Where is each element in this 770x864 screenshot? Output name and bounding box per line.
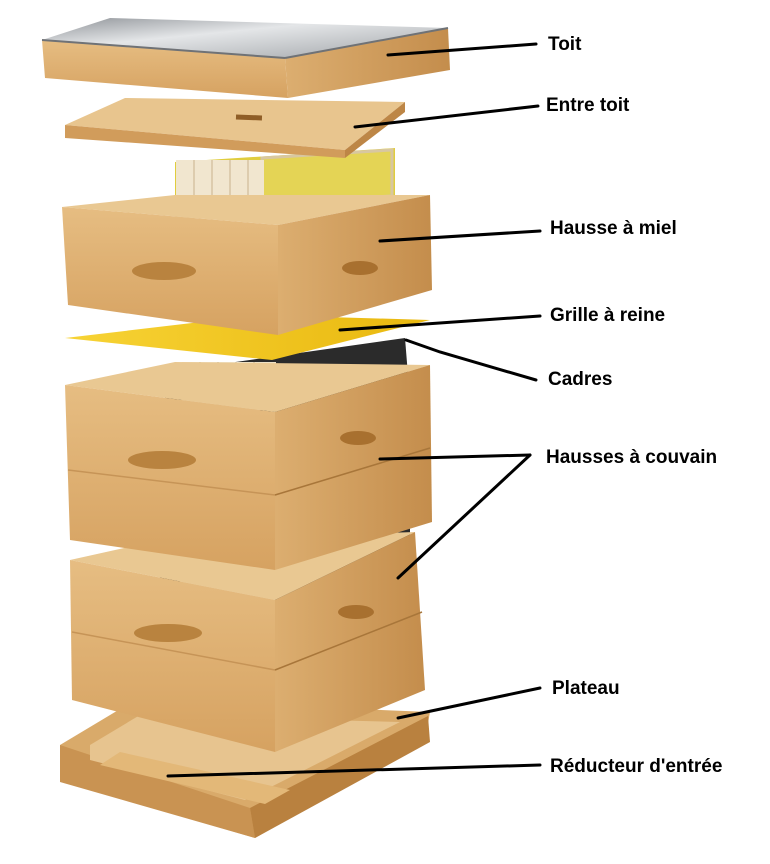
label-hausse-miel: Hausse à miel — [550, 218, 677, 240]
label-reducteur: Réducteur d'entrée — [550, 756, 722, 778]
leader-line-plateau — [398, 688, 540, 718]
label-hausses-couvain: Hausses à couvain — [546, 447, 717, 469]
honey-super — [62, 148, 432, 335]
label-cadres: Cadres — [548, 369, 612, 391]
roof — [42, 18, 450, 98]
brood-box-upper — [65, 338, 432, 570]
label-plateau: Plateau — [552, 678, 620, 700]
label-toit: Toit — [548, 34, 581, 56]
label-entre-toit: Entre toit — [546, 95, 629, 117]
label-grille-reine: Grille à reine — [550, 305, 665, 327]
